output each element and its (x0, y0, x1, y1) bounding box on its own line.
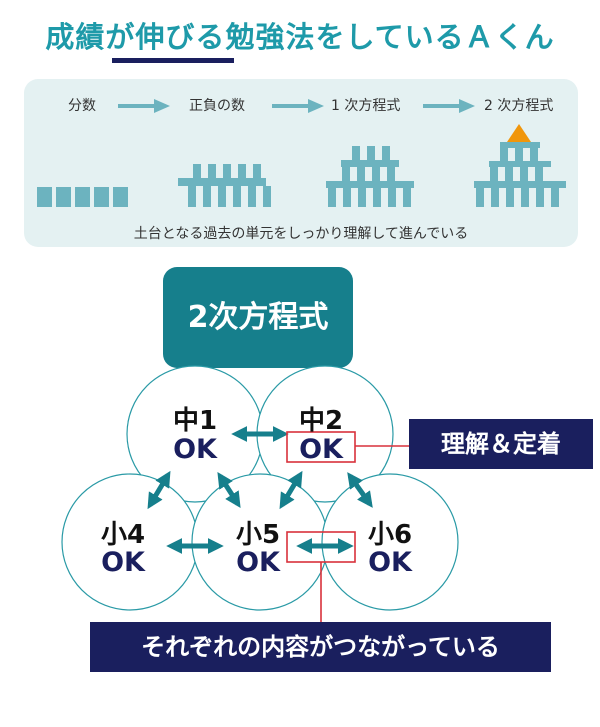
node-status-chu1: OK (173, 434, 217, 465)
building-block (357, 167, 365, 181)
building-block (505, 167, 513, 181)
building-block (75, 187, 90, 207)
building-block (491, 188, 499, 207)
step-label-fractions: 分数 (68, 98, 96, 114)
building-block (536, 188, 544, 207)
title-underline (112, 58, 234, 63)
building-block (56, 187, 71, 207)
building-block (328, 188, 336, 207)
progression-caption: 土台となる過去の単元をしっかり理解して進んでいる (133, 226, 469, 242)
highlight-box-chu2 (286, 431, 356, 463)
node-title-chu2: 中2 (298, 406, 344, 436)
building-block (367, 146, 375, 160)
building-block (476, 188, 484, 207)
goal-box: 2次方程式 (163, 267, 353, 368)
link-arrow-icon (347, 472, 373, 508)
building-plank (489, 161, 551, 167)
building-plank (474, 181, 566, 188)
callout-understanding: 理解＆定着 (409, 419, 593, 469)
building-plank (500, 142, 540, 148)
building-block (94, 187, 109, 207)
building-block (343, 188, 351, 207)
page-title: 成績が伸びる勉強法をしているＡくん (0, 14, 600, 56)
building-block (358, 188, 366, 207)
building-block (535, 167, 543, 181)
step-arrow-icon (423, 99, 475, 113)
building-block (342, 167, 350, 181)
step-arrow-icon (272, 99, 324, 113)
callout-connection: それぞれの内容がつながっている (90, 622, 551, 672)
step-label-quadratic-equation: 2 次方程式 (484, 98, 554, 114)
building-block (113, 187, 128, 207)
building-plank (178, 178, 266, 186)
building-block (238, 164, 246, 178)
building-block (521, 188, 529, 207)
title-after: 勉強法をしているＡくん (225, 20, 555, 54)
step-label-linear-equation: 1 次方程式 (331, 98, 401, 114)
building-block (253, 164, 261, 178)
building-block (37, 187, 52, 207)
building-block (208, 164, 216, 178)
building-block (490, 167, 498, 181)
building-block (352, 146, 360, 160)
node-status-sho5: OK (236, 547, 280, 578)
building-block (223, 164, 231, 178)
building-block (403, 188, 411, 207)
building-block (218, 186, 226, 207)
link-arrow-icon (279, 470, 303, 510)
node-title-sho6: 小6 (367, 520, 413, 550)
building-block (373, 188, 381, 207)
building-plank (341, 160, 399, 167)
building-block (203, 186, 211, 207)
building-block (500, 148, 508, 161)
step-label-signed-numbers: 正負の数 (189, 98, 245, 114)
step-arrow-icon (118, 99, 170, 113)
building-block (188, 186, 196, 207)
building-block (530, 148, 538, 161)
building-block (515, 148, 523, 161)
building-block (372, 167, 380, 181)
building-block (551, 188, 559, 207)
building-block (520, 167, 528, 181)
building-block (506, 188, 514, 207)
link-arrow-icon (147, 470, 171, 510)
building-block (387, 167, 395, 181)
link-arrow-icon (217, 471, 241, 509)
building-block (248, 186, 256, 207)
node-title-sho4: 小4 (100, 520, 146, 550)
building-block (382, 146, 390, 160)
node-status-chu2: OK (299, 434, 343, 465)
title-before: 成績が (45, 20, 136, 54)
node-status-sho4: OK (101, 547, 145, 578)
building-block (263, 186, 271, 207)
node-status-sho6: OK (368, 547, 412, 578)
building-block (193, 164, 201, 178)
title-highlight: 伸びる (135, 20, 226, 54)
node-title-sho5: 小5 (235, 520, 281, 550)
building-block (388, 188, 396, 207)
node-title-chu1: 中1 (172, 406, 218, 436)
building-plank (326, 181, 414, 188)
triangle-icon (507, 124, 531, 142)
building-block (233, 186, 241, 207)
